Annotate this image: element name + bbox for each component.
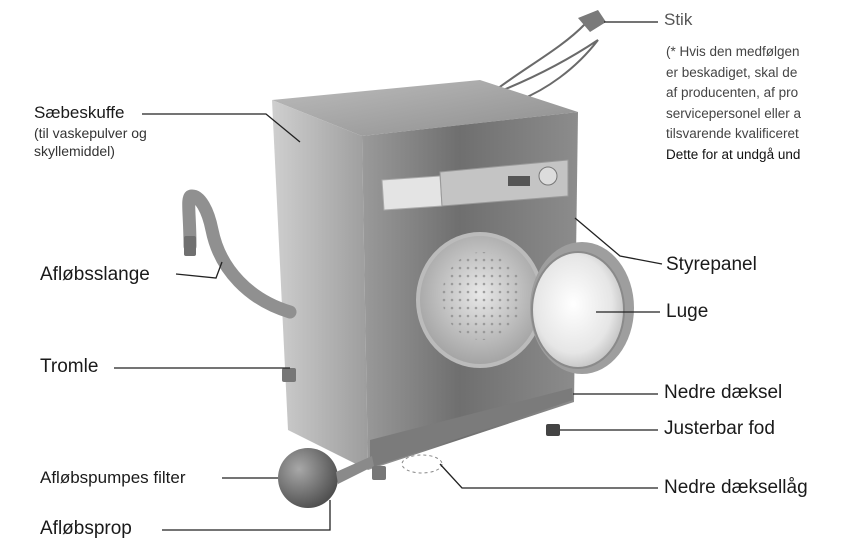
machine-side <box>272 100 368 470</box>
label-justerbar-fod: Justerbar fod <box>664 418 775 440</box>
note-line: (* Hvis den medfølgen <box>666 42 848 63</box>
note-line: er beskadiget, skal de <box>666 63 848 84</box>
drain-hose-illustration <box>189 196 290 312</box>
label-afloebspumpes-filter: Afløbspumpes filter <box>40 468 186 488</box>
label-afloebsslange: Afløbsslange <box>40 264 150 286</box>
note-line: af producenten, af pro <box>666 83 848 104</box>
note-line: Dette for at undgå und <box>666 145 848 166</box>
display-icon <box>508 176 530 186</box>
label-saebeskuffe-sub1: (til vaskepulver og <box>34 125 147 141</box>
adjustable-foot-icon <box>546 424 560 436</box>
label-saebeskuffe: Sæbeskuffe <box>34 103 124 123</box>
note-line: servicepersonel eller a <box>666 104 848 125</box>
label-styrepanel: Styrepanel <box>666 254 757 276</box>
label-stik: Stik <box>664 10 692 30</box>
label-luge: Luge <box>666 301 708 323</box>
label-afloebsprop: Afløbsprop <box>40 518 132 540</box>
note-line: tilsvarende kvalificeret <box>666 124 848 145</box>
power-cord-note: (* Hvis den medfølgen er beskadiget, ska… <box>666 42 848 165</box>
lower-cover-cap-outline <box>402 455 442 473</box>
soap-drawer <box>382 176 442 210</box>
power-plug <box>578 10 606 32</box>
program-knob-icon <box>539 167 557 185</box>
foot-back-left <box>282 368 296 382</box>
leader-afloebsslange <box>176 262 222 278</box>
drain-pump-filter-ball <box>278 448 338 508</box>
label-nedre-daeksel: Nedre dæksel <box>664 382 782 404</box>
foot-front-left <box>372 466 386 480</box>
label-tromle: Tromle <box>40 356 98 378</box>
label-saebeskuffe-sub2: skyllemiddel) <box>34 143 115 159</box>
label-nedre-daekselaag: Nedre dæksellåg <box>664 477 808 499</box>
leader-nedre-daekselaag <box>440 464 658 488</box>
